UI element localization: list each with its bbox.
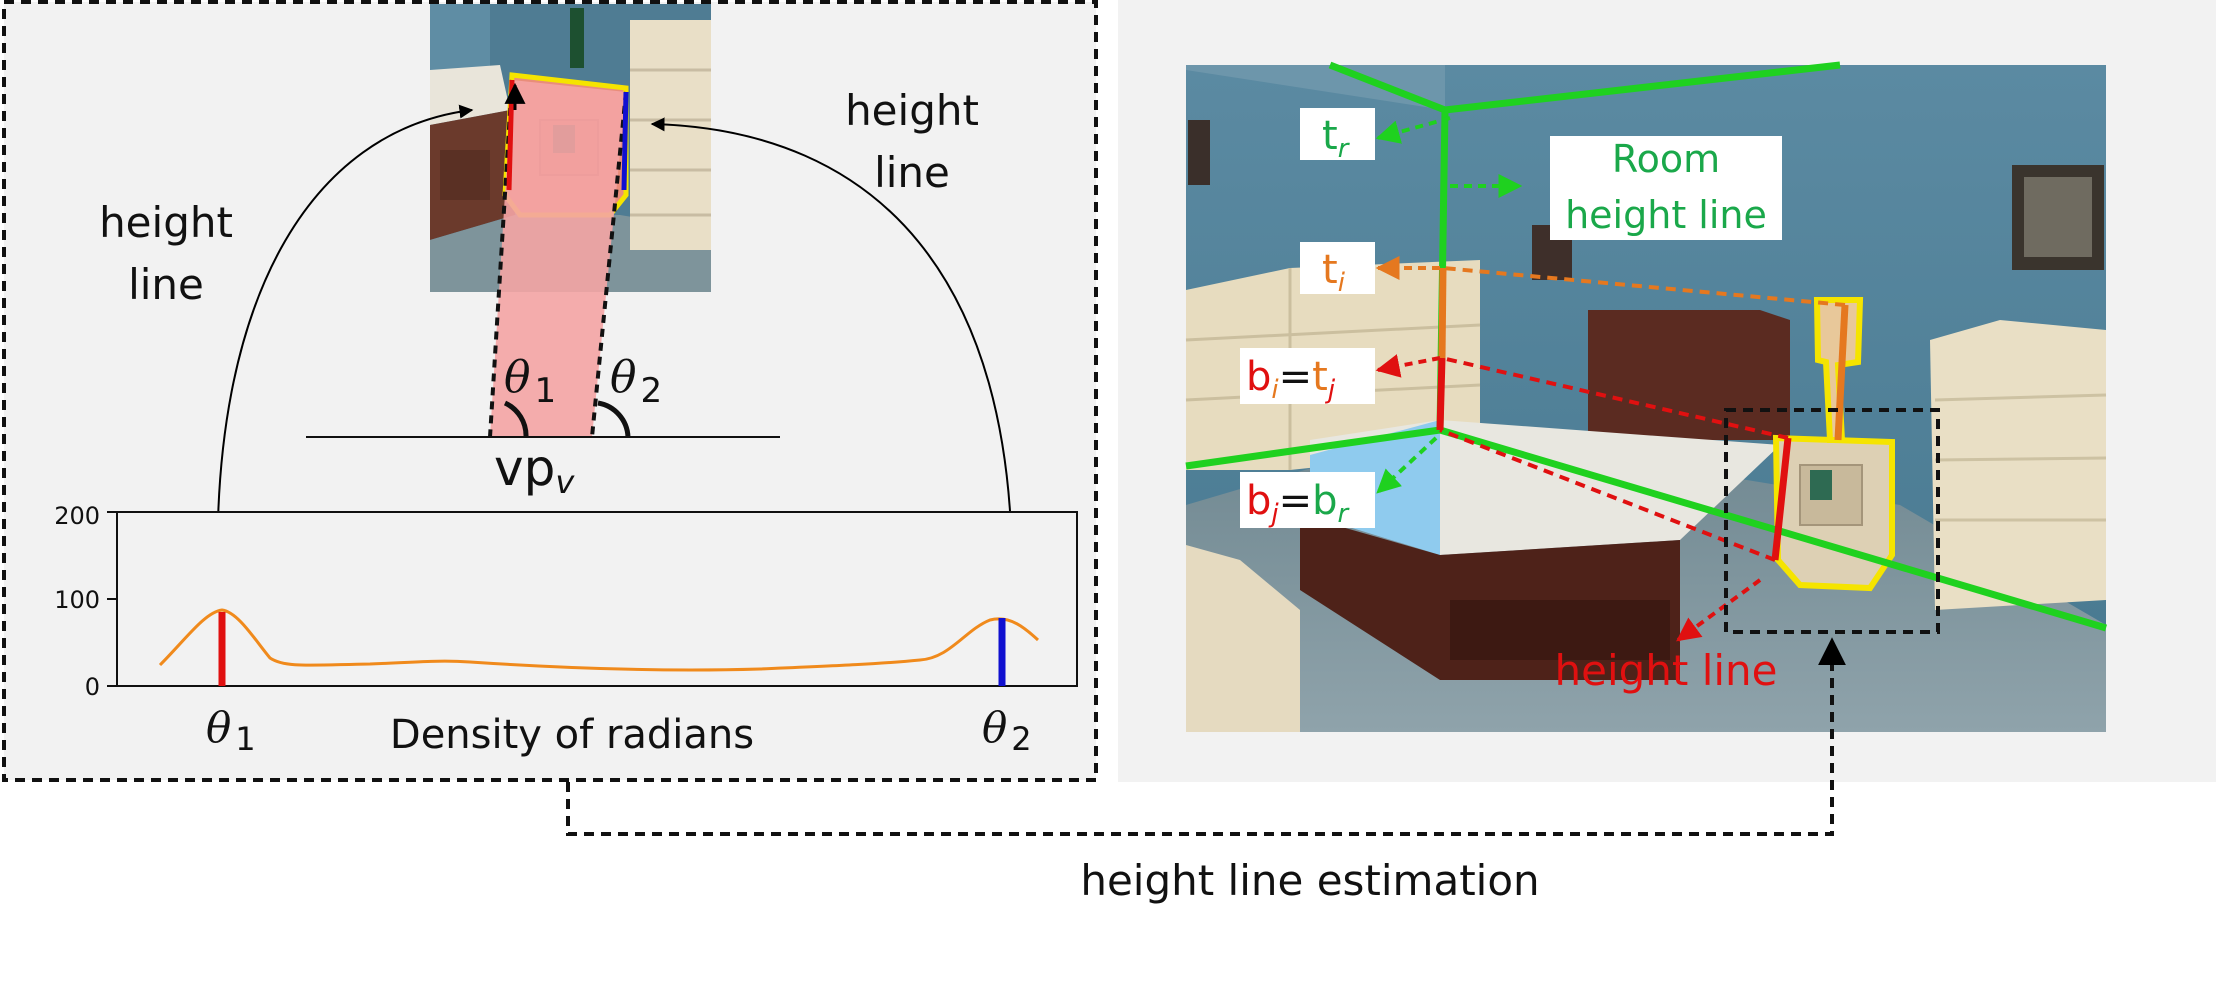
height-line-label-left-2: line [128,260,204,309]
y-tick-200: 200 [54,502,100,530]
connector-dashed-path [566,637,1846,836]
lamp-outline [1813,297,1864,443]
focus-box [1724,408,1940,634]
room-height-line-label-2: height line [1565,193,1767,237]
right-panel: tr Room height line ti bi=tj bj=br heigh… [1118,0,2216,782]
t-r-label: tr [1322,113,1351,164]
room-floor-edge-left [1185,426,1441,470]
projection-line-right [590,91,628,438]
theta2-arc [597,400,631,438]
room-ceiling-edge-right [1444,61,1841,114]
orange-corner-segment [1438,267,1447,359]
height-line-label-left-1: height [99,198,233,247]
room-ceiling-edge-left [1328,61,1447,114]
bj-br-label: bj=br [1246,478,1351,529]
bi-tj-label: bi=tj [1246,354,1336,405]
nightstand-height-segment [1771,437,1792,561]
t-i-label: ti [1322,247,1346,298]
left-height-arrow [216,104,474,583]
lamp-height-segment [1834,304,1849,441]
theta1-arc [503,400,529,438]
density-curve [158,608,1040,672]
connector-label: height line estimation [1080,856,1539,905]
blue-height-segment [621,91,629,191]
connector: height line estimation [566,637,1846,905]
vp-label: vpv [494,439,575,501]
height-line-label-right-2: line [874,148,950,197]
height-line-red-label: height line [1554,646,1777,695]
y-tick-100: 100 [54,586,100,614]
height-line-label-right-1: height [845,86,979,135]
y-tick-0: 0 [85,673,100,701]
room-floor-edge-right [1439,426,2107,632]
density-plot-frame [116,511,1078,687]
nightstand-top-projection [1441,356,1789,440]
room-height-line-label-1: Room [1612,137,1720,181]
red-height-segment [506,79,515,191]
right-height-arrow [650,117,1014,583]
density-xlabel: Density of radians [390,712,754,758]
projection-region [490,80,626,437]
red-corner-segment [1436,357,1446,431]
nightstand-bottom-projection [1439,428,1776,562]
